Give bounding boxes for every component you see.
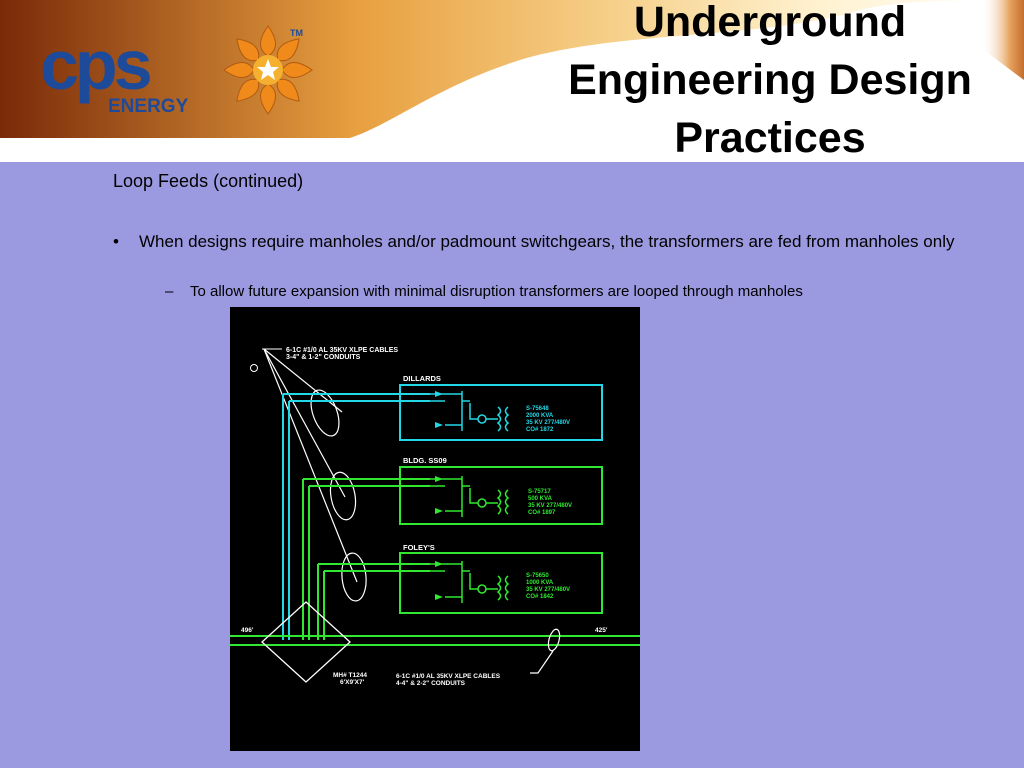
bottom-leader xyxy=(530,628,561,674)
top-conduit-label: 3-4" & 1-2" CONDUITS xyxy=(286,354,361,361)
transformer-section: BLDG. SS09 S-75717 500 KVA 35 KV 277/480… xyxy=(403,456,572,517)
title-line-3: Practices xyxy=(674,114,866,162)
cyan-feeds xyxy=(282,384,603,640)
sub-bullet-marker: – xyxy=(165,283,174,300)
title-line-1: Underground xyxy=(633,0,907,46)
leader-lines xyxy=(263,348,367,602)
transformer-kva: 500 KVA xyxy=(528,496,553,502)
transformer-co: CO# 1897 xyxy=(528,510,556,516)
title-line-2: Engineering Design xyxy=(568,56,972,104)
section-name: DILLARDS xyxy=(403,374,441,383)
reference-circle xyxy=(250,364,258,372)
bottom-conduit-label: 4-4" & 2-2" CONDUITS xyxy=(396,680,466,687)
slide-header: cps ENERGY TM Underground Engineering De… xyxy=(0,0,1024,162)
transformer-section: DILLARDS S-75648 2000 KVA 35 KV 277/480V… xyxy=(403,374,570,433)
transformer-kva: 2000 KVA xyxy=(526,413,554,419)
loop-feed-diagram: 6-1C #1/0 AL 35KV XLPE CABLES 3-4" & 1-2… xyxy=(230,307,640,751)
transformer-id: S-75650 xyxy=(526,573,549,579)
manhole-symbol xyxy=(261,601,351,683)
transformer-id: S-75648 xyxy=(526,406,549,412)
section-name: BLDG. SS09 xyxy=(403,456,447,465)
transformer-voltage: 35 KV 277/480V xyxy=(526,587,570,593)
logo-subtext: ENERGY xyxy=(108,96,189,117)
transformer-voltage: 35 KV 277/480V xyxy=(526,420,570,426)
section-name: FOLEY'S xyxy=(403,543,435,552)
section-subtitle: Loop Feeds (continued) xyxy=(113,171,304,191)
bottom-cable-label: 6-1C #1/0 AL 35KV XLPE CABLES xyxy=(396,673,501,680)
logo-trademark: TM xyxy=(290,28,303,38)
manhole-size: 6'X9'X7' xyxy=(340,679,365,686)
header-banner xyxy=(0,0,1024,162)
transformer-id: S-75717 xyxy=(528,489,551,495)
transformer-voltage: 35 KV 277/480V xyxy=(528,503,572,509)
logo-wordmark: cps xyxy=(40,26,153,104)
right-distance: 425' xyxy=(595,627,608,634)
left-distance: 496' xyxy=(241,627,254,634)
sub-bullet-text: To allow future expansion with minimal d… xyxy=(190,283,803,300)
transformer-co: CO# 1872 xyxy=(526,427,554,433)
manhole-id: MH# T1244 xyxy=(333,672,367,679)
sunburst-logo-icon xyxy=(223,25,313,115)
green-feeds xyxy=(230,466,640,646)
transformer-kva: 1000 KVA xyxy=(526,580,554,586)
top-cable-label: 6-1C #1/0 AL 35KV XLPE CABLES xyxy=(286,347,398,354)
bullet-marker: • xyxy=(113,232,119,251)
transformer-co: CO# 1842 xyxy=(526,594,554,600)
bullet-text: When designs require manholes and/or pad… xyxy=(139,232,955,251)
transformer-section: FOLEY'S S-75650 1000 KVA 35 KV 277/480V … xyxy=(403,543,570,603)
